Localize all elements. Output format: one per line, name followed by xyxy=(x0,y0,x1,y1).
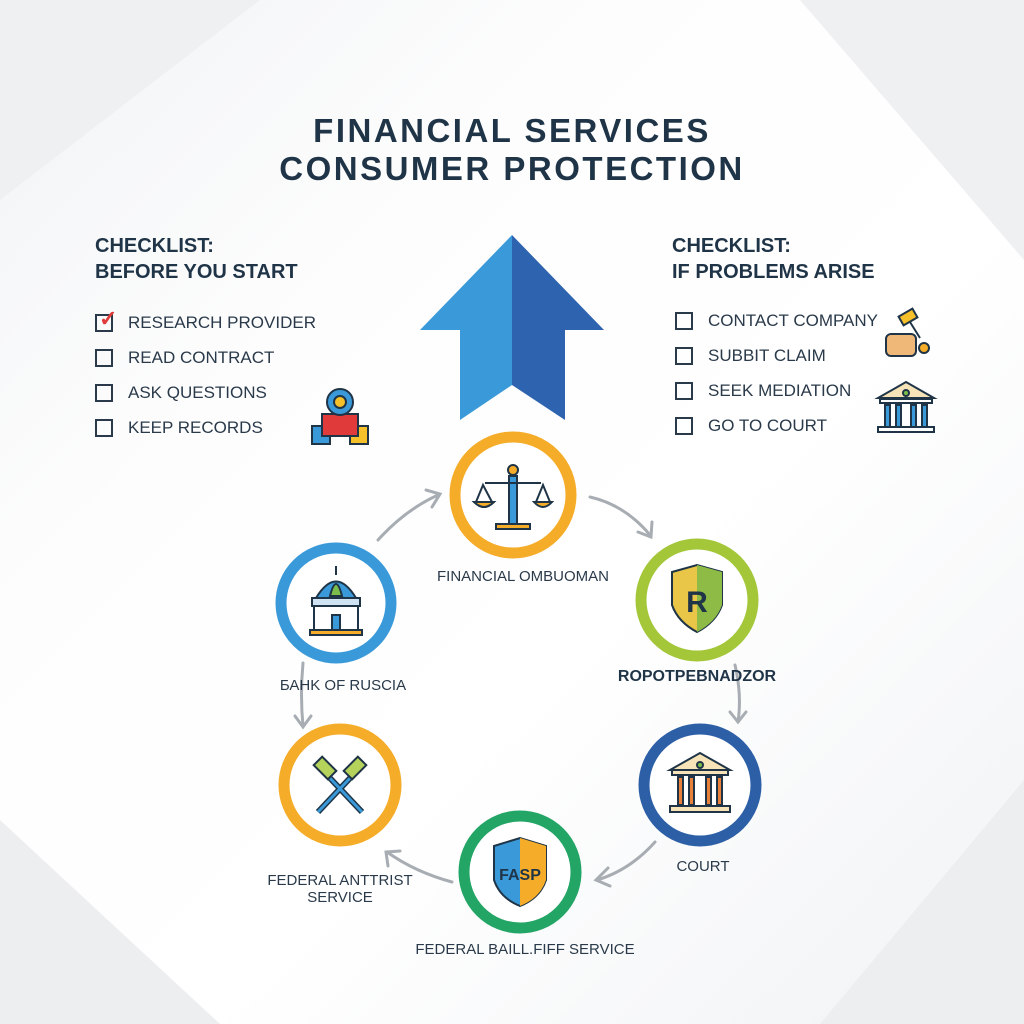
bg-facet xyxy=(820,780,1024,1024)
right-checklist-heading2: IF PROBLEMS ARISE xyxy=(672,261,875,283)
checkmark-icon: ✓ xyxy=(99,305,118,331)
checklist-item-label: ASK QUESTIONS xyxy=(128,382,267,402)
node-label-rospotreb: ROPOTPEBNADZOR xyxy=(617,668,777,685)
left-checklist: CHECKLIST: BEFORE YOU START ✓ RESEARCH P… xyxy=(95,233,316,445)
checkbox[interactable] xyxy=(675,381,693,400)
shield-r-icon: R xyxy=(671,563,723,634)
node-label-antitrust: FEDERAL ANTTRIST SERVICE xyxy=(267,872,412,906)
checkbox[interactable] xyxy=(675,346,693,365)
checklist-item[interactable]: ASK QUESTIONS xyxy=(95,375,316,410)
crossed-gavels-icon xyxy=(312,755,368,815)
arrow-bailiff-to-antitrust xyxy=(385,850,454,884)
checkbox[interactable] xyxy=(95,348,113,367)
arrow-court-to-bailiff xyxy=(595,840,657,882)
checklist-item[interactable]: ✓ RESEARCH PROVIDER xyxy=(95,305,316,340)
scales-icon xyxy=(471,464,555,530)
bg-facet xyxy=(0,0,260,200)
left-checklist-heading2: BEFORE YOU START xyxy=(95,261,298,283)
node-label-court: COURT xyxy=(676,858,730,875)
checklist-item-label: SEEK MEDIATION xyxy=(708,380,852,400)
arrow-bank-to-antitrust xyxy=(300,661,305,728)
node-label-antitrust-line1: FEDERAL ANTTRIST xyxy=(267,872,413,889)
page-title-line1: FINANCIAL SERVICES xyxy=(313,112,711,149)
bg-facet xyxy=(0,820,220,1024)
svg-text:FASP: FASP xyxy=(499,867,541,884)
up-arrow-icon xyxy=(420,235,604,420)
checkbox[interactable] xyxy=(675,416,693,435)
right-checklist: CHECKLIST: IF PROBLEMS ARISE CONTACT COM… xyxy=(672,233,878,443)
consultant-icon xyxy=(311,388,369,445)
arrow-ombudsman-to-rospotreb xyxy=(588,495,652,537)
node-label-bailiff: FEDERAL BAILL.FIFF SERVICE xyxy=(415,941,635,958)
checklist-item[interactable]: SEEK MEDIATION xyxy=(675,373,878,408)
checklist-item[interactable]: KEEP RECORDS xyxy=(95,410,316,445)
courthouse-small-icon xyxy=(874,380,938,433)
cycle-arrows xyxy=(293,488,748,888)
gavel-hand-icon xyxy=(885,307,930,357)
right-checklist-heading1: CHECKLIST: xyxy=(672,235,791,257)
node-label-antitrust-line2: SERVICE xyxy=(307,889,373,906)
checkbox[interactable] xyxy=(675,311,693,330)
bank-building-icon xyxy=(309,566,363,636)
checklist-item-label: KEEP RECORDS xyxy=(128,417,263,437)
svg-text:R: R xyxy=(686,586,708,619)
courthouse-icon xyxy=(666,751,734,813)
node-label-bank: БАНK OF RUSCIA xyxy=(279,677,407,694)
page-title-line2: CONSUMER PROTECTION xyxy=(279,150,745,187)
checklist-item-label: CONTACT COMPANY xyxy=(708,310,879,330)
left-checklist-heading1: CHECKLIST: xyxy=(95,235,214,257)
bg-facet xyxy=(800,0,1024,260)
checklist-item[interactable]: GO TO COURT xyxy=(675,408,878,443)
node-label-ombudsman: FINANCIAL OMBUOMAN xyxy=(437,568,609,585)
shield-fasp-icon: FASP xyxy=(493,836,547,908)
checkbox[interactable] xyxy=(95,383,113,402)
checklist-item-label: READ CONTRACT xyxy=(128,347,275,367)
checklist-item-label: RESEARCH PROVIDER xyxy=(128,312,316,332)
checklist-item[interactable]: READ CONTRACT xyxy=(95,340,316,375)
court-circle xyxy=(638,723,762,847)
checkbox-checked[interactable]: ✓ xyxy=(95,307,117,332)
arrow-bank-to-ombudsman xyxy=(376,493,440,542)
checklist-item-label: SUBBIT CLAIM xyxy=(708,345,826,365)
checklist-item-label: GO TO COURT xyxy=(708,415,828,435)
checkbox[interactable] xyxy=(95,418,113,437)
arrow-rospotreb-to-court xyxy=(733,663,741,724)
checklist-item[interactable]: SUBBIT CLAIM xyxy=(675,338,878,373)
checklist-item[interactable]: CONTACT COMPANY xyxy=(675,303,878,338)
